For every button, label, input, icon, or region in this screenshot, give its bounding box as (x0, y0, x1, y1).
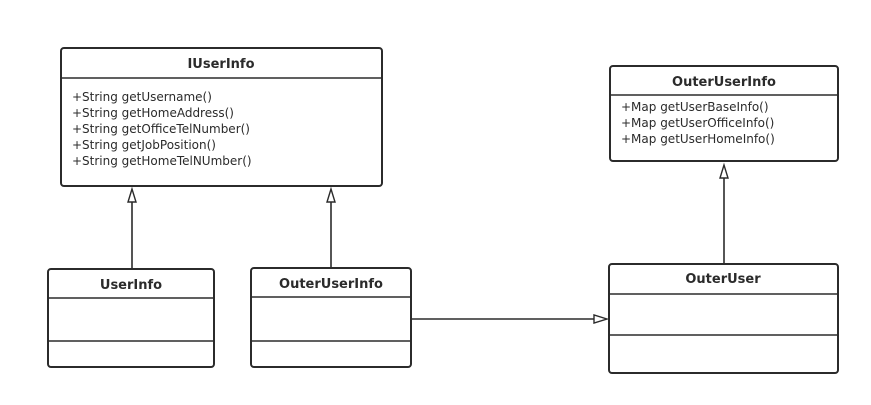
class-iuserinfo[interactable]: IUserInfo +String getUsername() +String … (60, 47, 383, 187)
class-iuserinfo-box (60, 47, 383, 187)
userinfo-to-iuserinfo-arrowhead (127, 186, 137, 203)
class-outeruser-box (608, 263, 839, 374)
class-outeruserinfo-interface[interactable]: OuterUserInfo +Map getUserBaseInfo() +Ma… (609, 65, 839, 162)
outeruser-to-outeruserinfo-arrowhead (719, 162, 729, 179)
class-iuserinfo-title: IUserInfo (187, 57, 254, 72)
class-outeruserinfo-adapter-title: OuterUserInfo (279, 277, 383, 292)
class-userinfo[interactable]: UserInfo (47, 268, 215, 368)
class-userinfo-title: UserInfo (100, 278, 162, 293)
class-iuserinfo-method: +String getJobPosition() (72, 138, 216, 152)
class-outeruserinfo-interface-method: +Map getUserOfficeInfo() (621, 116, 774, 130)
class-outeruser[interactable]: OuterUser (608, 263, 839, 374)
class-outeruserinfo-interface-box (609, 65, 839, 162)
class-iuserinfo-method: +String getOfficeTelNumber() (72, 122, 250, 136)
class-outeruser-title: OuterUser (685, 272, 761, 287)
class-iuserinfo-method: +String getUsername() (72, 90, 212, 104)
class-iuserinfo-method: +String getHomeTelNUmber() (72, 154, 252, 168)
class-iuserinfo-method: +String getHomeAddress() (72, 106, 234, 120)
class-outeruserinfo-adapter[interactable]: OuterUserInfo (250, 267, 412, 368)
class-outeruserinfo-adapter-box (250, 267, 412, 368)
class-outeruserinfo-interface-title: OuterUserInfo (672, 75, 776, 90)
relationships (127, 162, 729, 324)
class-userinfo-box (47, 268, 215, 368)
class-outeruserinfo-interface-method: +Map getUserHomeInfo() (621, 132, 775, 146)
adapter-to-iuserinfo-arrowhead (326, 186, 336, 203)
class-outeruserinfo-interface-method: +Map getUserBaseInfo() (621, 100, 769, 114)
adapter-to-outeruser-arrowhead (593, 314, 610, 324)
